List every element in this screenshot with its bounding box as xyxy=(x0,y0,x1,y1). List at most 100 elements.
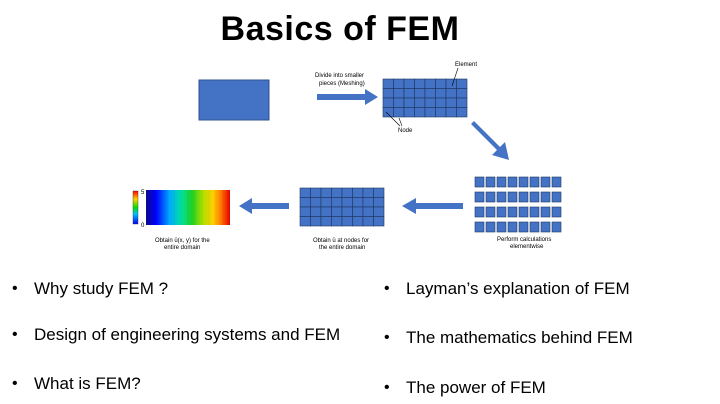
meshed-domain xyxy=(382,78,468,118)
element-label: Element xyxy=(455,62,477,68)
mesh-element xyxy=(382,107,394,118)
separate-element xyxy=(540,191,551,203)
assembled-element xyxy=(362,187,374,198)
separate-element xyxy=(507,221,518,233)
bullet-marker: • xyxy=(384,379,390,396)
separate-element xyxy=(551,206,562,218)
assembled-element xyxy=(299,216,311,227)
separate-element xyxy=(485,221,496,233)
mesh-element xyxy=(445,88,457,99)
obtain-u-label-line2: the entire domain xyxy=(319,245,365,251)
separate-element xyxy=(485,176,496,188)
assembled-element xyxy=(362,216,374,227)
assembled-element xyxy=(320,216,332,227)
mesh-element xyxy=(456,88,468,99)
assembled-element xyxy=(320,187,332,198)
bullet-text: Layman’s explanation of FEM xyxy=(406,279,630,298)
separate-element xyxy=(529,176,540,188)
separate-element xyxy=(540,206,551,218)
mesh-element xyxy=(445,107,457,118)
mesh-element xyxy=(393,107,405,118)
assembled-element xyxy=(331,216,343,227)
domain-block xyxy=(198,79,270,121)
mesh-element xyxy=(456,107,468,118)
mesh-element xyxy=(435,88,447,99)
separate-element xyxy=(540,221,551,233)
node-label: Node xyxy=(398,128,413,134)
bullet-text: The mathematics behind FEM xyxy=(406,328,633,347)
mesh-label-line1: Divide into smaller xyxy=(315,73,364,79)
separate-element xyxy=(518,206,529,218)
mesh-element xyxy=(445,97,457,108)
assembled-element xyxy=(341,197,353,208)
separate-element xyxy=(496,191,507,203)
separate-element xyxy=(518,191,529,203)
assembled-element xyxy=(341,206,353,217)
assembled-element xyxy=(341,187,353,198)
mesh-element xyxy=(445,78,457,89)
separate-element xyxy=(551,176,562,188)
mesh-element xyxy=(414,97,426,108)
contour-bands xyxy=(152,190,224,225)
separate-element xyxy=(485,206,496,218)
scale-min-label: 0 xyxy=(141,223,145,229)
mesh-element xyxy=(435,97,447,108)
assembled-element xyxy=(352,206,364,217)
assembled-element xyxy=(373,206,385,217)
mesh-element xyxy=(382,97,394,108)
bullet-text: The power of FEM xyxy=(406,378,546,397)
fem-process-diagram: Divide into smaller pieces (Meshing) Ele… xyxy=(132,62,562,251)
perform-label-line1: Perform calculations xyxy=(497,237,551,243)
assembled-element xyxy=(362,206,374,217)
assembled-element xyxy=(310,197,322,208)
mesh-element xyxy=(393,78,405,89)
separate-element xyxy=(551,221,562,233)
separate-element xyxy=(518,221,529,233)
mesh-element xyxy=(414,78,426,89)
bullet-design-systems: • Design of engineering systems and FEM xyxy=(12,325,340,345)
arrow-obtain-field xyxy=(239,198,289,214)
separate-element xyxy=(496,221,507,233)
obtain-field-label-line2: entire domain xyxy=(164,245,200,251)
assembled-element xyxy=(352,197,364,208)
element-pointer xyxy=(451,67,459,87)
mesh-element xyxy=(382,78,394,89)
separated-elements xyxy=(474,176,562,233)
separate-element xyxy=(507,206,518,218)
assembled-element xyxy=(310,187,322,198)
mesh-element xyxy=(414,107,426,118)
separate-element xyxy=(496,206,507,218)
assembled-element xyxy=(320,197,332,208)
assembled-element xyxy=(299,187,311,198)
assembled-element xyxy=(352,216,364,227)
assembled-element xyxy=(310,206,322,217)
bullet-marker: • xyxy=(12,326,18,343)
assembled-element xyxy=(310,216,322,227)
bullet-marker: • xyxy=(384,280,390,297)
separate-element xyxy=(551,191,562,203)
separate-element xyxy=(474,206,485,218)
assembled-element xyxy=(373,187,385,198)
perform-label-line2: elementwise xyxy=(510,244,544,250)
mesh-element xyxy=(414,88,426,99)
scale-max-label: 5 xyxy=(141,190,145,196)
mesh-element xyxy=(424,107,436,118)
arrow-to-elements xyxy=(471,121,509,160)
arrow-mesh xyxy=(317,89,378,105)
assembled-element xyxy=(341,216,353,227)
color-scale-bar xyxy=(132,190,139,225)
contour-plot xyxy=(146,190,230,225)
mesh-label-line2: pieces (Meshing) xyxy=(319,81,365,87)
separate-element xyxy=(529,221,540,233)
arrow-assemble xyxy=(402,198,463,214)
assembled-element xyxy=(373,197,385,208)
mesh-element xyxy=(424,97,436,108)
node-pointer-2 xyxy=(398,117,403,127)
mesh-element xyxy=(424,78,436,89)
mesh-element xyxy=(456,97,468,108)
separate-element xyxy=(507,176,518,188)
slide-title: Basics of FEM xyxy=(220,10,460,48)
mesh-element xyxy=(382,88,394,99)
mesh-element xyxy=(435,78,447,89)
separate-element xyxy=(496,176,507,188)
